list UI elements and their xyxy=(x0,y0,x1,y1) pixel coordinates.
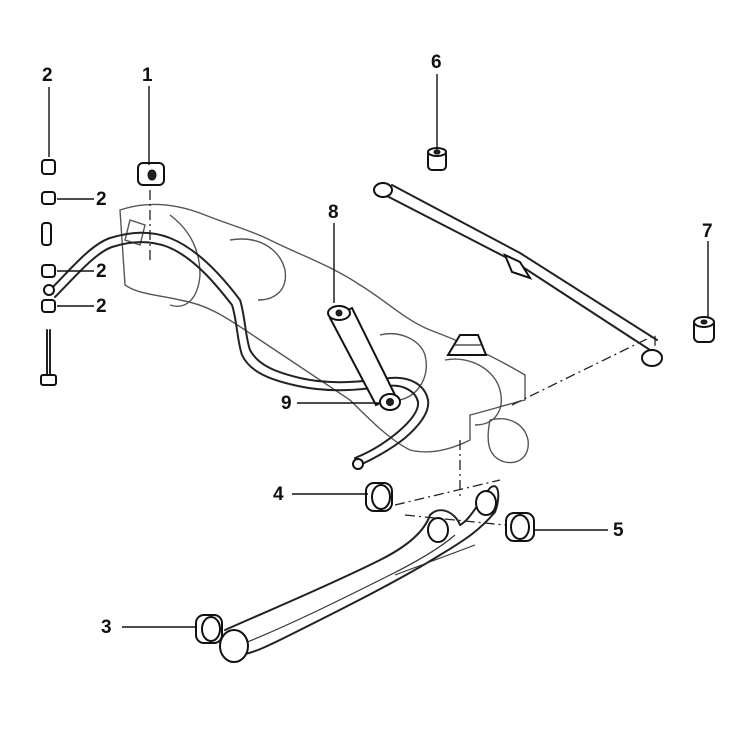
callout-2b: 2 xyxy=(96,189,107,210)
callout-2c: 2 xyxy=(96,261,107,282)
callout-8: 8 xyxy=(328,202,339,223)
callout-6: 6 xyxy=(431,52,442,73)
callout-2d: 2 xyxy=(96,296,107,317)
bushing-5 xyxy=(505,512,535,542)
stabilizer-bar xyxy=(43,231,430,470)
callout-9: 9 xyxy=(281,393,292,414)
lower-trailing-arm xyxy=(219,485,500,663)
shock-absorber xyxy=(327,305,401,411)
bushing-1 xyxy=(137,162,165,186)
callout-4: 4 xyxy=(273,484,284,505)
bushing-6 xyxy=(427,147,447,171)
stabilizer-link-parts xyxy=(40,159,57,386)
leader-lines xyxy=(48,74,709,628)
upper-link-rod xyxy=(373,182,663,367)
callout-7: 7 xyxy=(702,221,713,242)
bump-stop xyxy=(446,334,488,356)
callout-3: 3 xyxy=(101,617,112,638)
bushing-4 xyxy=(365,482,393,512)
bushing-7 xyxy=(693,316,715,343)
callout-5: 5 xyxy=(613,520,624,541)
callout-1: 1 xyxy=(142,65,153,86)
callout-2a: 2 xyxy=(42,65,53,86)
axle-housing-outline xyxy=(119,203,529,464)
alignment-lines xyxy=(149,190,656,526)
bushing-3 xyxy=(195,614,223,644)
